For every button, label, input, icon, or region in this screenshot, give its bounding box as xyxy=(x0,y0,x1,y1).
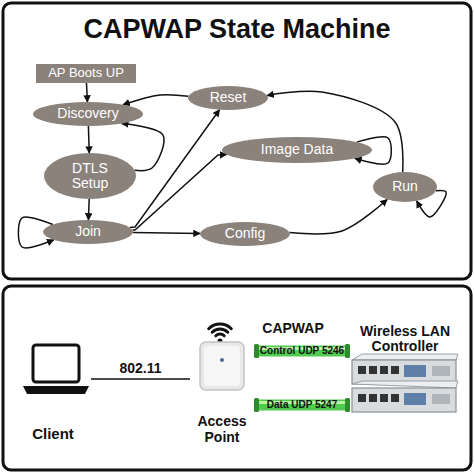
state-ellipse: Run xyxy=(373,172,437,202)
ellipse-fill xyxy=(44,153,136,199)
diagram-title: CAPWAP State Machine xyxy=(0,14,474,45)
transition-arrow xyxy=(86,83,88,102)
transition-arrow xyxy=(88,126,90,153)
wireless-link xyxy=(91,378,190,380)
client-device: Client xyxy=(15,340,91,442)
connector-label: Data UDP 5247 xyxy=(267,399,337,411)
panel-frame xyxy=(3,3,471,279)
transition-arrow xyxy=(88,199,90,220)
node-label: Reset xyxy=(210,90,247,105)
state-ellipse: Config xyxy=(200,222,290,246)
state-ellipse: Image Data xyxy=(222,137,372,163)
controller-device xyxy=(352,354,458,412)
state-ellipse: Join xyxy=(43,220,133,244)
ellipse-fill xyxy=(33,102,143,126)
tube-layer xyxy=(254,344,350,412)
ellipse-fill xyxy=(188,86,268,110)
node-label: AP Boots UP xyxy=(48,66,124,80)
connector-label: Control UDP 5246 xyxy=(260,345,344,357)
tube-cap xyxy=(345,398,350,412)
protocol-label: CAPWAP xyxy=(255,320,331,336)
state-ellipse: DTLS Setup xyxy=(44,153,136,199)
transition-arrow xyxy=(290,199,387,233)
state-ellipse: Discovery xyxy=(33,102,143,126)
tube-cap xyxy=(254,398,259,412)
node-label: Image Data xyxy=(261,142,333,157)
wlan-controller: Wireless LAN Controller xyxy=(350,324,460,418)
node-label: Join xyxy=(75,224,101,239)
tube-cap xyxy=(345,344,350,358)
transition-arrow xyxy=(130,110,220,228)
node-label: Run xyxy=(392,179,418,194)
capwap-tunnel xyxy=(254,400,350,411)
laptop-icon xyxy=(23,345,89,394)
transition-arrow xyxy=(132,154,226,230)
ellipse-fill xyxy=(373,172,437,202)
start-box: AP Boots UP xyxy=(36,64,136,83)
ellipse-fill xyxy=(43,220,133,244)
connector-label: 802.11 xyxy=(119,360,161,376)
transition-arrow xyxy=(133,232,200,234)
node-label: DTLS Setup xyxy=(64,161,116,192)
capwap-tunnel xyxy=(254,346,350,357)
ellipse-fill xyxy=(200,222,290,246)
panel-frame xyxy=(3,286,471,470)
access-point-device xyxy=(200,342,244,390)
transition-arrow xyxy=(123,95,188,105)
access-point: Access Point xyxy=(190,337,254,445)
node-label: Discovery xyxy=(57,106,118,121)
node-label: Access Point xyxy=(190,414,254,445)
tube-cap xyxy=(254,344,259,358)
node-label: Wireless LAN Controller xyxy=(350,324,460,355)
wifi-icon xyxy=(209,324,232,343)
state-ellipse: Reset xyxy=(188,86,268,110)
node-label: Config xyxy=(225,226,265,241)
node-label: Client xyxy=(32,426,74,443)
ellipse-fill xyxy=(222,137,372,163)
